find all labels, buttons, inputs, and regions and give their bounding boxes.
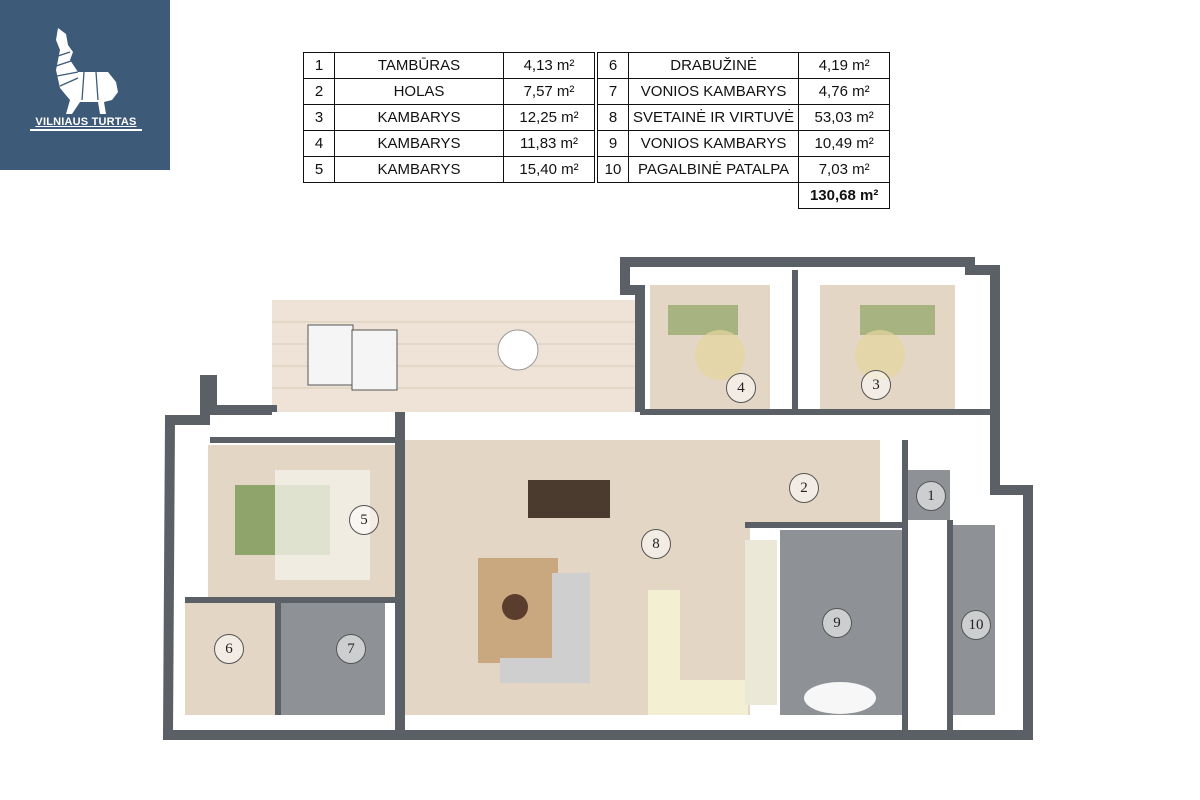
room-number-marker: 1 (916, 481, 946, 511)
logo-text: VILNIAUS TURTAS (30, 116, 142, 131)
room-area-cell: 4,76 m² (798, 78, 891, 105)
room-name-cell: DRABUŽINĖ (627, 52, 800, 79)
sun-lounger (351, 329, 398, 391)
room-area-cell: 7,57 m² (503, 78, 597, 105)
walls (162, 257, 1033, 740)
rug-room-4 (695, 330, 745, 380)
total-area: 130,68 m² (798, 182, 891, 209)
sofa (500, 573, 590, 683)
rug-room-3 (855, 330, 905, 380)
room-number-marker: 8 (641, 529, 671, 559)
room-area-cell: 4,19 m² (798, 52, 891, 79)
room-name-cell: KAMBARYS (334, 156, 504, 183)
room-7-floor (280, 600, 385, 715)
room-number-marker: 5 (349, 505, 379, 535)
kitchen-cabinets (745, 540, 777, 705)
dining-table (528, 480, 610, 518)
kitchen-counter (680, 680, 748, 715)
bed-room-3 (860, 305, 935, 335)
bed-room-4 (668, 305, 738, 335)
bathtub (804, 682, 876, 714)
room-number-marker: 9 (822, 608, 852, 638)
wolf-logo-icon (55, 28, 118, 114)
sun-lounger (307, 324, 354, 386)
room-area-cell: 15,40 m² (503, 156, 597, 183)
room-number-marker: 2 (789, 473, 819, 503)
room-number-marker: 3 (861, 370, 891, 400)
total-row: 130,68 m² (304, 182, 891, 209)
terrace-table (497, 329, 539, 371)
room-number-marker: 10 (961, 610, 991, 640)
kitchen-island (648, 590, 680, 715)
company-logo: VILNIAUS TURTAS (0, 0, 170, 170)
room-area-cell: 7,03 m² (798, 156, 891, 183)
room-number-marker: 4 (726, 373, 756, 403)
room-number-marker: 7 (336, 634, 366, 664)
room-number-marker: 6 (214, 634, 244, 664)
room-area-cell: 10,49 m² (798, 130, 891, 157)
room-name-cell: TAMBŪRAS (334, 52, 504, 79)
room-name-cell: VONIOS KAMBARYS (627, 78, 800, 105)
room-num-cell: 7 (594, 78, 629, 105)
room-num-cell: 5 (303, 156, 335, 183)
room-name-cell: PAGALBINĖ PATALPA (627, 156, 800, 183)
room-area-cell: 12,25 m² (503, 104, 597, 131)
coffee-table (502, 594, 528, 620)
